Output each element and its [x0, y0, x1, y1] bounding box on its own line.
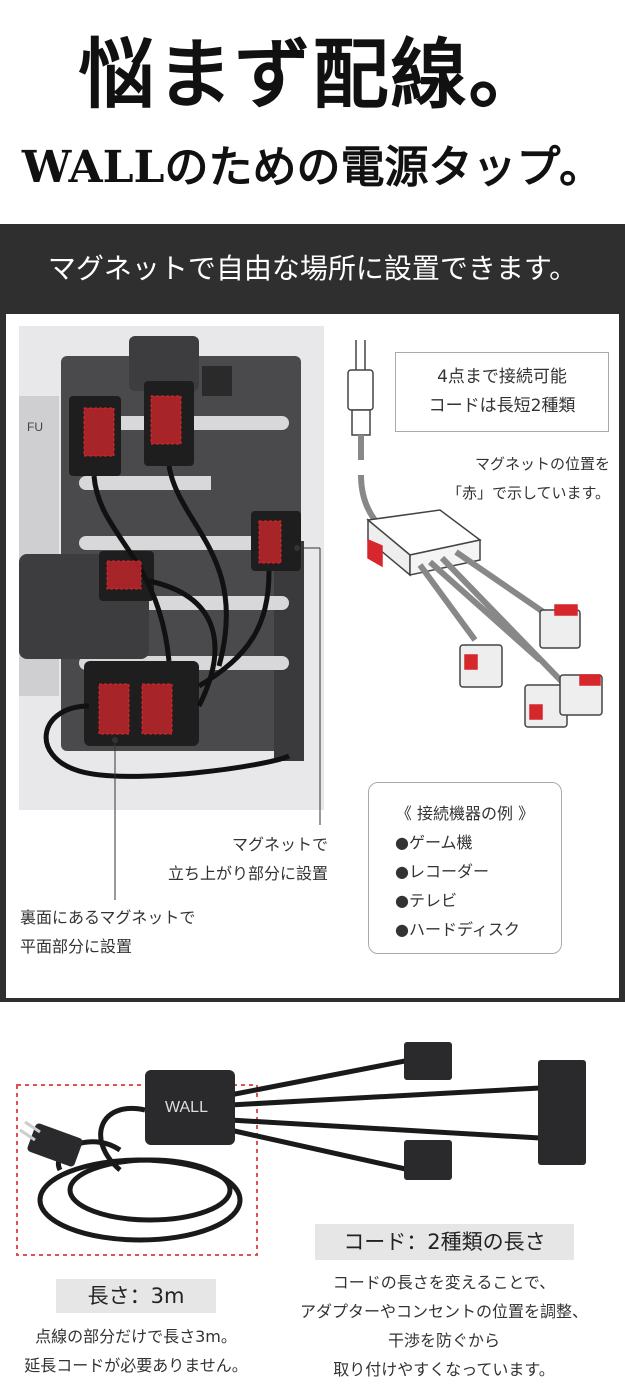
length-caption-line-1: 点線の部分だけで長さ3m。: [35, 1327, 237, 1346]
diagram-note-line-1: マグネットの位置を: [474, 455, 610, 473]
callout-back-line-1: 裏面にあるマグネットで: [20, 908, 196, 927]
diagram-note-line-2: 「赤」で示しています。: [446, 484, 610, 502]
callout-back: 裏面にあるマグネットで 平面部分に設置: [20, 903, 280, 961]
examples-box: 《 接続機器の例 》 ●ゲーム機 ●レコーダー ●テレビ ●ハードディスク: [368, 782, 562, 954]
diagram-note: マグネットの位置を 「赤」で示しています。: [400, 450, 610, 508]
length-caption: 点線の部分だけで長さ3m。 延長コードが必要ありません。: [5, 1322, 267, 1380]
cord-caption: コードの長さを変えることで、 アダプターやコンセントの位置を調整、 干渉を防ぐか…: [285, 1268, 603, 1384]
callout-lines: [112, 547, 321, 900]
length-label: 長さ：3m: [56, 1279, 216, 1313]
photo-brand-text: FU: [27, 420, 43, 434]
examples-heading: 《 接続機器の例 》: [395, 804, 535, 823]
mounting-photo: FU: [19, 326, 324, 810]
tap-diagram: [347, 340, 603, 728]
cord-caption-line-3: 干渉を防ぐから: [387, 1331, 500, 1350]
page-subtitle: WALLのための電源タップ。: [21, 142, 604, 193]
product-photo: WALL: [16, 1042, 586, 1256]
spec-line-2: コードは長短2種類: [428, 396, 576, 416]
cord-label: コード：2種類の長さ: [315, 1224, 574, 1260]
example-item: ●レコーダー: [395, 862, 489, 881]
mounting-photo-illustration: FU: [19, 326, 324, 810]
length-caption-line-2: 延長コードが必要ありません。: [24, 1356, 248, 1375]
product-logo: WALL: [165, 1099, 208, 1116]
callout-upright: マグネットで 立ち上がり部分に設置: [150, 830, 328, 888]
panel-heading: マグネットで自由な場所に設置できます。: [47, 252, 578, 285]
callout-upright-line-1: マグネットで: [231, 835, 328, 854]
example-item: ●ゲーム機: [395, 833, 473, 852]
example-item: ●ハードディスク: [395, 920, 520, 939]
cord-caption-line-2: アダプターやコンセントの位置を調整、: [299, 1302, 588, 1321]
example-item: ●テレビ: [395, 891, 457, 910]
callout-back-line-2: 平面部分に設置: [20, 937, 133, 956]
cord-caption-line-1: コードの長さを変えることで、: [332, 1273, 556, 1292]
spec-line-1: 4点まで接続可能: [437, 367, 567, 387]
callout-upright-line-2: 立ち上がり部分に設置: [167, 864, 328, 883]
spec-box: 4点まで接続可能 コードは長短2種類: [395, 352, 609, 432]
cord-caption-line-4: 取り付けやすくなっています。: [333, 1360, 555, 1379]
page-title: 悩まず配線。: [78, 30, 547, 119]
